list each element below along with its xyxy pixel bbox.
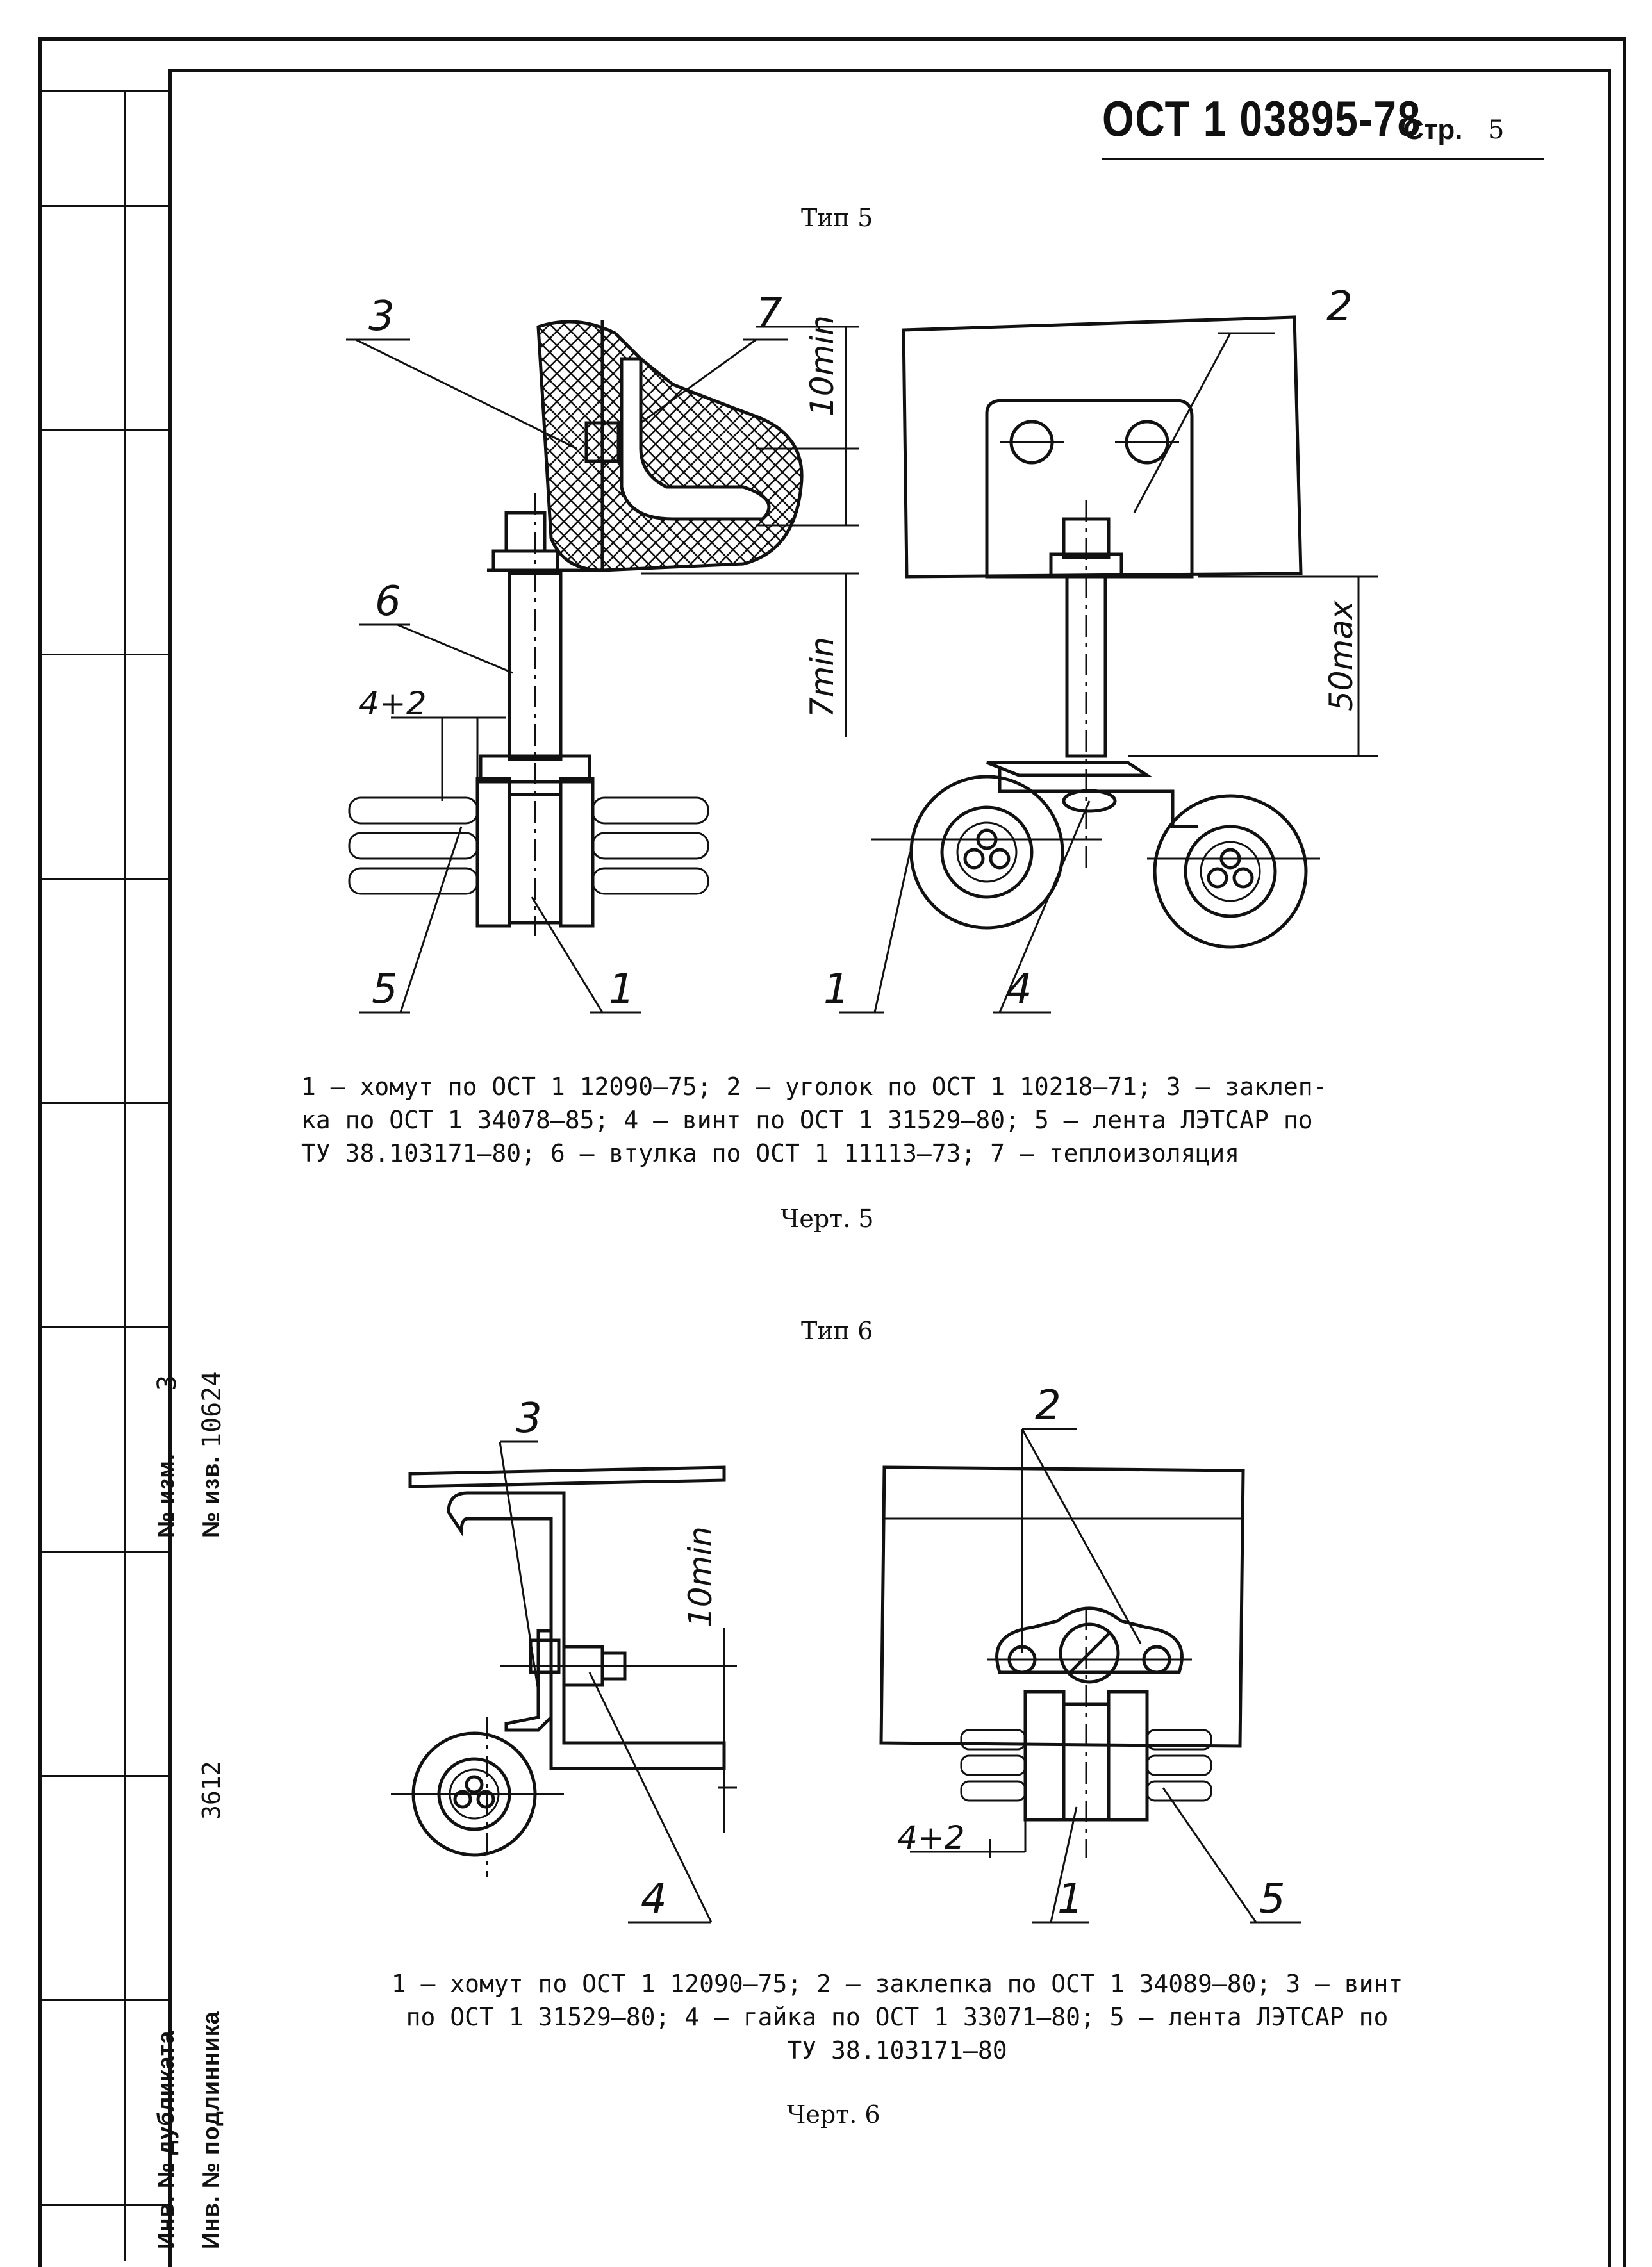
screw-3 (1059, 1622, 1120, 1684)
type5-title: Тип 5 (801, 204, 873, 232)
type5-front-view: 2 1 4 50max (823, 283, 1378, 1014)
clamp-core (508, 793, 563, 925)
clamp-left (475, 777, 511, 928)
type6-callout-5: 5 (1259, 1875, 1285, 1923)
rivet-plate-2 (995, 1606, 1184, 1674)
panel (879, 1465, 1245, 1748)
type6-callout-1: 1 (1057, 1875, 1084, 1923)
figure-5-label: Черт. 5 (781, 1205, 874, 1233)
clamp-1-right (1153, 794, 1308, 949)
dim-gap-b: 4+2 (897, 1819, 965, 1856)
washer (491, 549, 559, 572)
figure-6-label: Черт. 6 (787, 2100, 880, 2129)
cable-bundle-right-3 (591, 867, 709, 895)
type5-callout-3: 3 (368, 293, 395, 340)
page-outer-frame (38, 37, 1626, 2267)
dim-gap-a: 4+2 (359, 685, 427, 722)
type6-caption: 1 – хомут по ОСТ 1 12090–75; 2 – заклепк… (269, 1967, 1525, 2067)
clamp-top (479, 754, 591, 784)
rivet-3 (584, 421, 620, 463)
type6-callout-4: 4 (641, 1875, 667, 1923)
type5-callout-7: 7 (756, 290, 782, 337)
type6-callout-2: 2 (1035, 1382, 1061, 1430)
page-inner-frame (168, 69, 1611, 2267)
type6-caption-line: 1 – хомут по ОСТ 1 12090–75; 2 – заклепк… (391, 1970, 1403, 1998)
type5-callout-6: 6 (375, 578, 401, 625)
dim-7min: 7min (804, 637, 841, 718)
page-label: Стр. (1403, 114, 1463, 145)
clamp-right (559, 777, 595, 928)
type6-side-view: 3 4 10min (391, 1395, 737, 1924)
type6-front-view: 2 1 5 4+2 (879, 1382, 1301, 1924)
angle-2 (985, 399, 1194, 579)
type5-callout-1a: 1 (609, 966, 635, 1013)
type5-caption-line: ТУ 38.103171–80; 6 – втулка по ОСТ 1 111… (301, 1139, 1240, 1167)
type5-side-view: 3 7 6 5 1 10min 7min 4+2 (346, 290, 859, 1014)
cable-bundle-left-3 (348, 867, 479, 895)
cable-bundle-right-2 (591, 832, 709, 860)
screw-head (504, 511, 547, 553)
clamp-1-left (909, 775, 1064, 930)
wall-top (408, 1465, 726, 1488)
dim-10min-b: 10min (682, 1526, 719, 1628)
cable-bundle-left-2 (348, 832, 479, 860)
dim-50max: 50max (1323, 600, 1360, 711)
type6-callout-3: 3 (516, 1395, 542, 1442)
document-code: ОСТ 1 03895-78 (1102, 90, 1421, 147)
type5-caption-line: 1 – хомут по ОСТ 1 12090–75; 2 – уголок … (301, 1073, 1328, 1101)
type6-title: Тип 6 (801, 1317, 873, 1345)
type5-callout-1b: 1 (823, 966, 850, 1013)
profile-cutout (620, 357, 771, 521)
type5-caption: 1 – хомут по ОСТ 1 12090–75; 2 – уголок … (301, 1070, 1532, 1170)
insulation-7 (536, 320, 804, 572)
type5-callout-2: 2 (1326, 283, 1353, 331)
structure-panel (902, 315, 1303, 579)
left-stamp-column: 3 10624 № изм. № изв. 3612 Инв. № дублик… (42, 90, 227, 2261)
type6-caption-line: ТУ 38.103171–80 (787, 2036, 1007, 2065)
page-number: 5 (1488, 115, 1505, 145)
type6-caption-line: по ОСТ 1 31529–80; 4 – гайка по ОСТ 1 33… (406, 2003, 1389, 2031)
cable-bundle-left-1 (348, 796, 479, 825)
type5-callout-4: 4 (1006, 966, 1032, 1013)
type5-caption-line: ка по ОСТ 1 34078–85; 4 – винт по ОСТ 1 … (301, 1106, 1313, 1134)
dim-10min-a: 10min (804, 315, 841, 416)
header-underline (1102, 158, 1544, 160)
type5-callout-5: 5 (372, 966, 398, 1013)
cable-bundle-right-1 (591, 796, 709, 825)
